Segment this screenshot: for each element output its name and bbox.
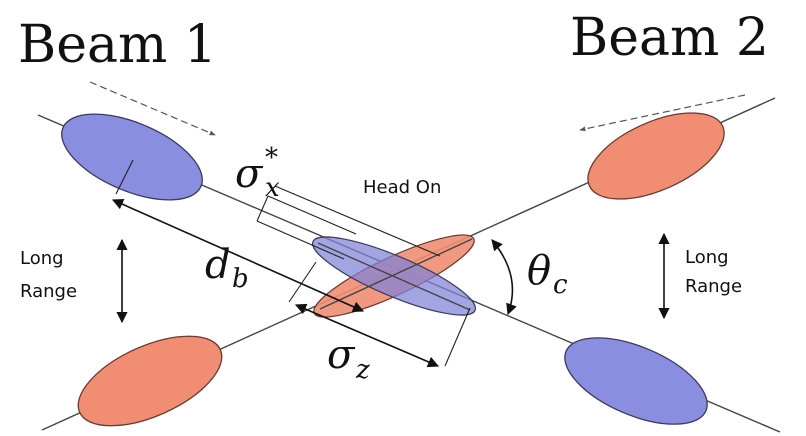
beam-1-upper-bunch	[61, 113, 203, 201]
beam-2-direction-arrow	[579, 94, 746, 132]
svg-text:x: x	[265, 173, 280, 203]
svg-text:σ: σ	[235, 151, 264, 197]
sigma-x-star-symbol: σ * x	[235, 143, 280, 203]
d-b-dimension-arrow	[111, 198, 365, 313]
sigma-z-symbol: σ z	[327, 332, 370, 385]
svg-text:θ: θ	[527, 248, 551, 294]
beam-2-title: Beam 2	[570, 8, 769, 68]
beam-2-lower-bunch	[77, 335, 223, 427]
svg-text:c: c	[553, 270, 568, 300]
theta-c-symbol: θ c	[527, 248, 568, 300]
svg-text:σ: σ	[327, 332, 356, 378]
long-range-left-label-line2: Range	[20, 281, 77, 302]
beam-2-upper-bunch	[587, 112, 725, 200]
head-on-label: Head On	[363, 177, 441, 198]
beam-1-title: Beam 1	[18, 15, 217, 75]
svg-text:d: d	[205, 242, 231, 288]
svg-text:b: b	[232, 264, 249, 294]
svg-text:*: *	[265, 143, 278, 173]
long-range-left-label-line1: Long	[20, 248, 64, 269]
crossing-angle-arc	[491, 239, 517, 316]
beam-1-lower-bunch	[564, 337, 708, 425]
long-range-right-label-line1: Long	[685, 247, 729, 268]
head-on-collision	[312, 234, 476, 318]
beam-1-direction-arrow	[89, 81, 216, 136]
svg-text:z: z	[355, 355, 370, 385]
long-range-right-label-line2: Range	[685, 276, 742, 297]
d-b-symbol: d b	[205, 242, 249, 294]
